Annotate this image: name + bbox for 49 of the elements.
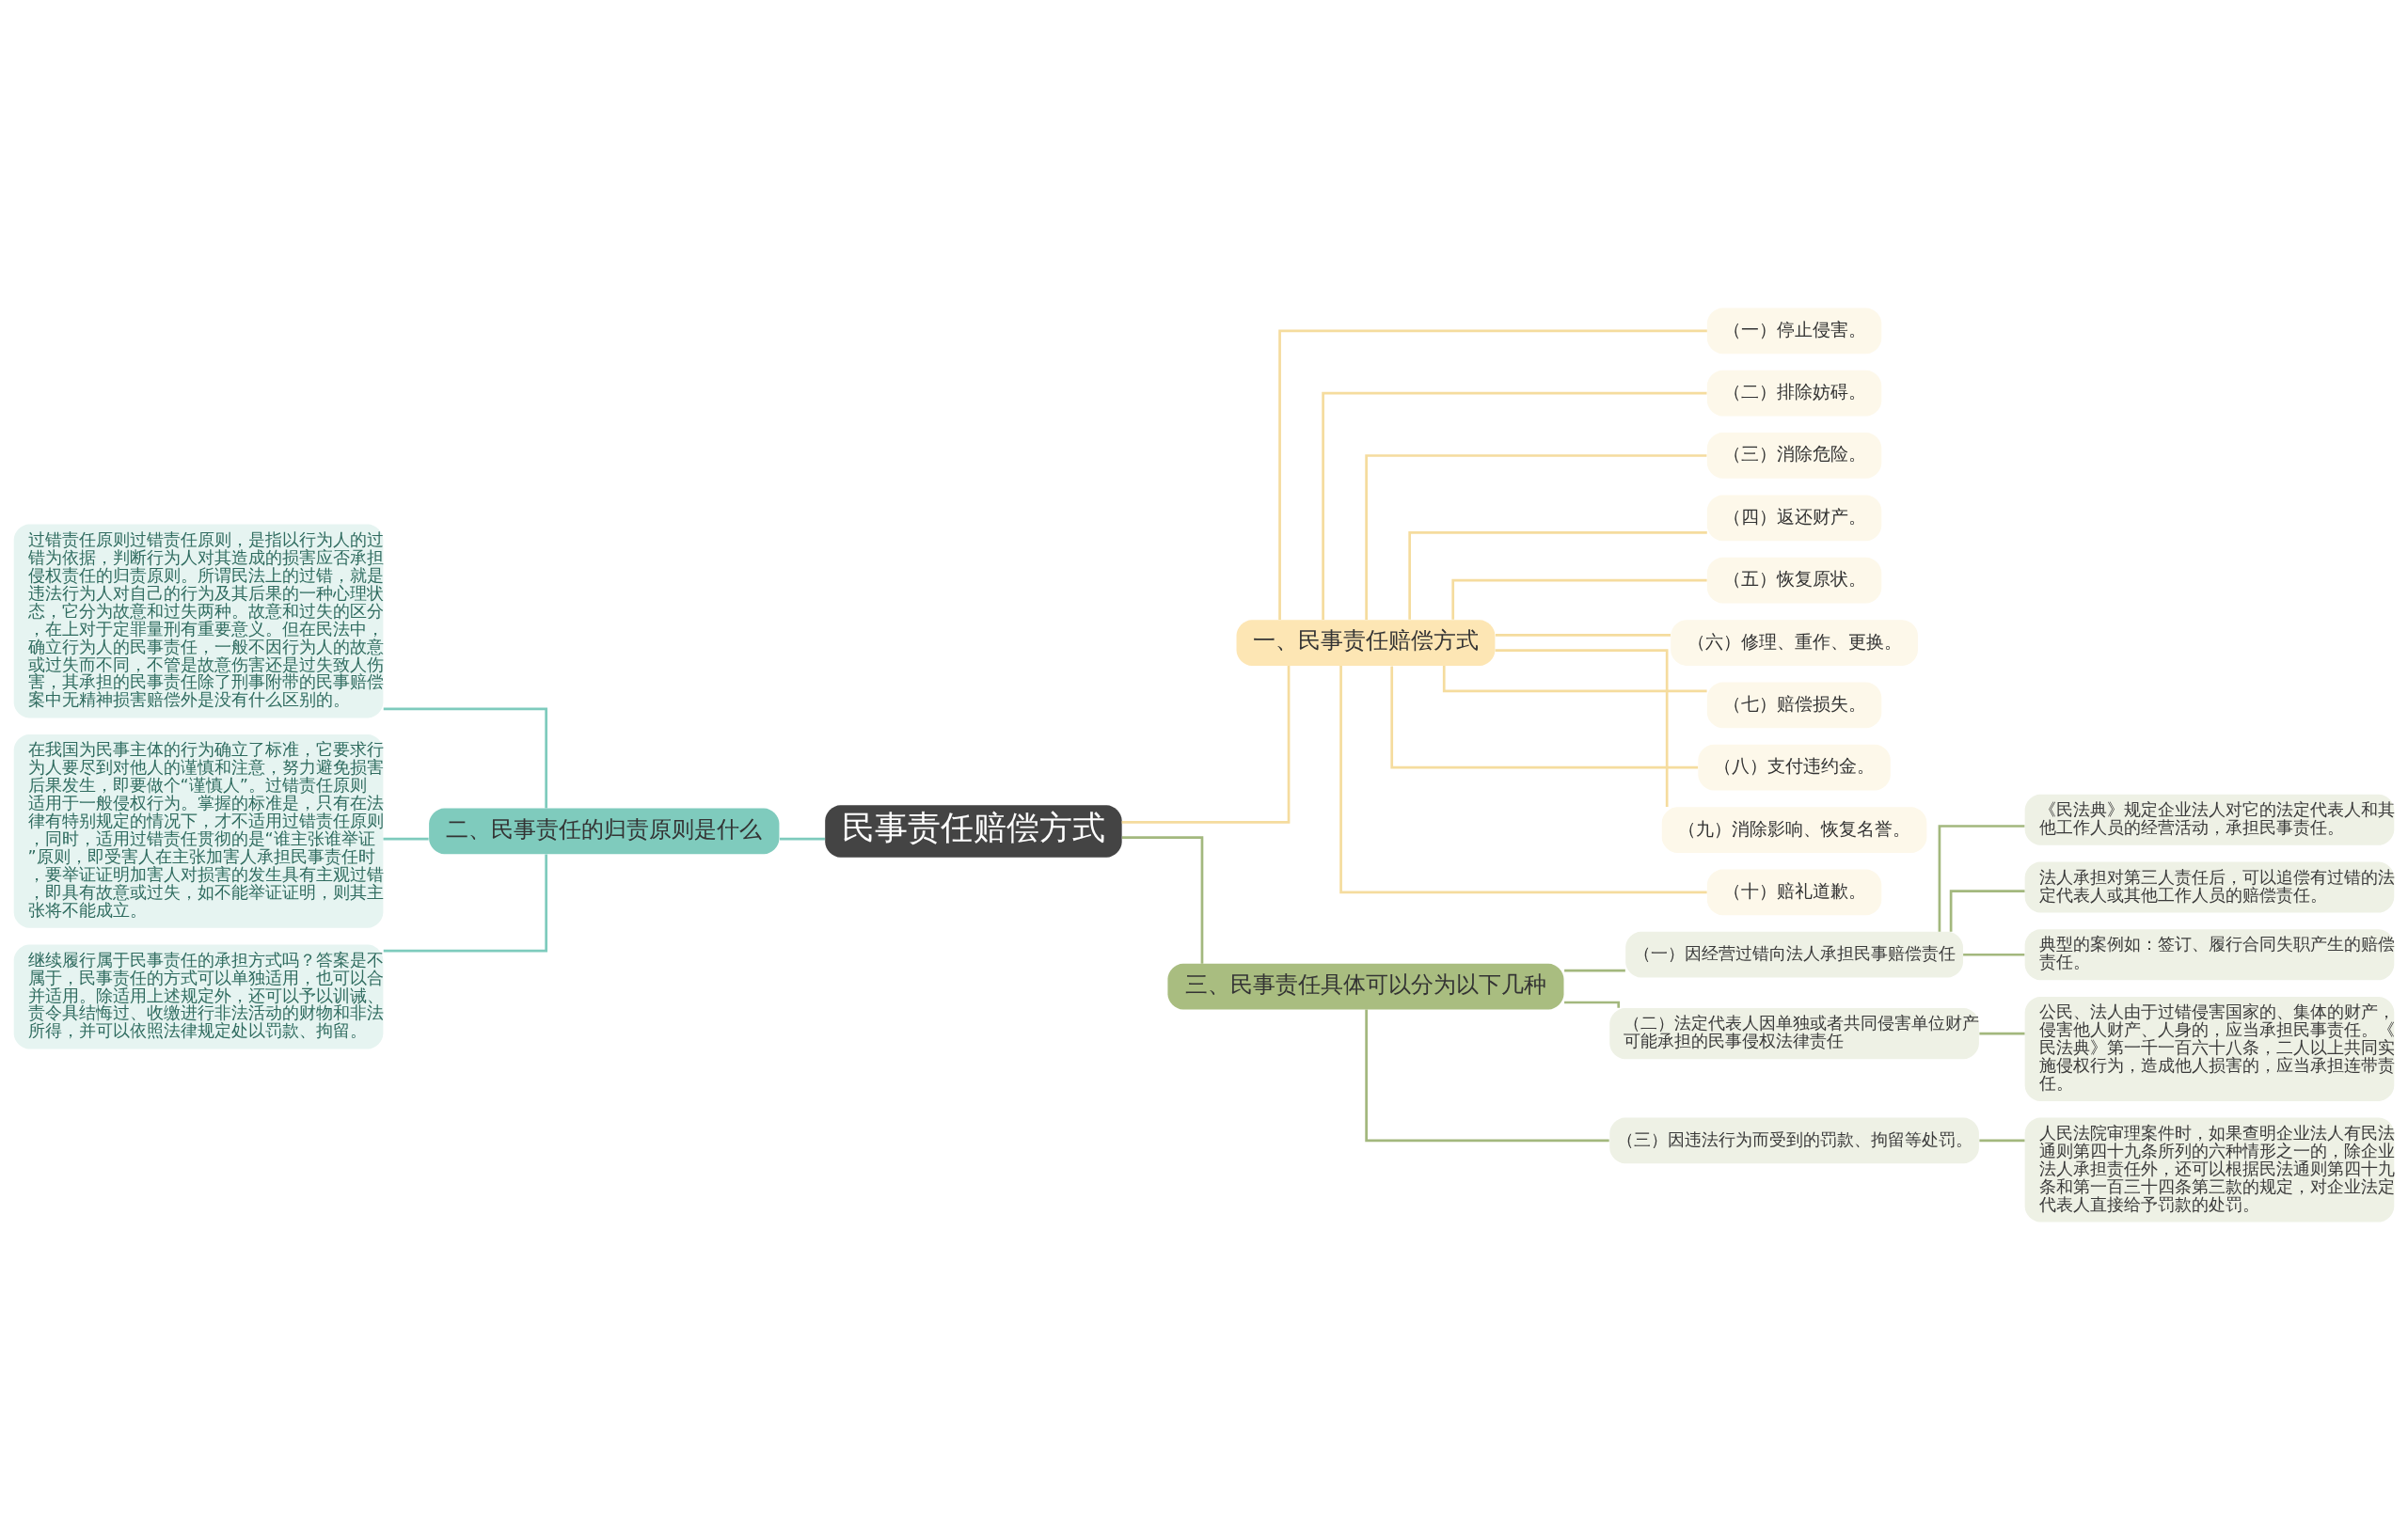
node-box: （十）赔礼道歉。 [1706,869,1882,916]
node-box: （三）消除危险。 [1706,433,1882,479]
connector [1451,578,1707,620]
node-box: 继续履行属于民事责任的承担方式吗？答案是不属于，民事责任的方式可以单独适用，也可以合并适用。除适用上述规定外，还可以予以训诫、责令具结悔过、收缴进行非法活动的财物和非法所得，并可以依照法律规定处以罚款、拘留。 [13,944,384,1049]
connector [1278,329,1707,621]
node-box: 民事责任赔偿方式 [825,805,1122,858]
connector [1564,1001,1621,1008]
connector [1390,666,1699,769]
connector [1365,1009,1609,1143]
connector [1339,666,1707,894]
node-box: （六）修理、重作、更换。 [1671,620,1918,666]
connector [383,837,429,841]
node-box: （八）支付违约金。 [1698,744,1891,791]
node-box: 二、民事责任的归责原则是什么 [429,808,780,855]
node-box: 在我国为民事主体的行为确立了标准，它要求行为人要尽到对他人的谨慎和注意，努力避免损害后果发生，即要做个“谨慎人”。过错责任原则适用于一般侵权行为。掌握的标准是，只有在法律有特别规定的情况下，才不适用过错责任原则，同时，适用过错责任贯彻的是“谁主张谁举证”原则，即受害人在主张加害人承担民事责任时，要举证证明加害人对损害的发生具有主观过错，即具有故意或过失，如不能举证证明，则其主张将不能成立。 [13,734,384,928]
node-box: （一）停止侵害。 [1706,308,1882,355]
connector [1979,1139,2025,1143]
connector [383,854,547,953]
connector [1963,953,2025,956]
node-box: （二）法定代表人因单独或者共同侵害单位财产可能承担的民事侵权法律责任 [1609,1008,1979,1060]
connector [1949,890,2025,932]
node-box: 一、民事责任赔偿方式 [1236,620,1496,666]
connector [1938,825,2025,932]
connector [1365,454,1707,621]
node-box: （一）因经营过错向法人承担民事赔偿责任 [1625,931,1963,978]
connector [1979,1032,2025,1035]
node-box: 人民法院审理案件时，如果查明企业法人有民法通则第四十九条所列的六种情形之一的，除企业法人承担责任外，还可以根据民法通则第四十九条和第一百三十四条第三款的规定，对企业法定代表人直接给予罚款的处罚。 [2024,1117,2395,1222]
node-box: （九）消除影响、恢复名誉。 [1661,807,1927,853]
node-box: 《民法典》规定企业法人对它的法定代表人和其他工作人员的经营活动，承担民事责任。 [2024,794,2395,845]
connector [1408,531,1707,620]
node-box: 过错责任原则过错责任原则，是指以行为人的过错为依据，判断行为人对其造成的损害应否承担侵权责任的归责原则。所谓民法上的过错，就是违法行为人对自己的行为及其后果的一种心理状态，它分为故意和过失两种。故意和过失的区分，在上对于定罪量刑有重要意义。但在民法中，确立行为人的民事责任，一般不因行为人的故意或过失而不同，不管是故意伤害还是过失致人伤害，其承担的民事责任除了刑事附带的民事赔偿案中无精神损害赔偿外是没有什么区别的。 [13,524,384,718]
connector [1121,666,1291,824]
connector [1442,666,1707,693]
connector [383,707,547,809]
connector [1495,634,1671,637]
node-box: （三）因违法行为而受到的罚款、拘留等处罚。 [1609,1117,1979,1164]
node-box: 法人承担对第三人责任后，可以追偿有过错的法定代表人或其他工作人员的赔偿责任。 [2024,861,2395,913]
node-box: （五）恢复原状。 [1706,557,1882,604]
node-box: 典型的案例如：签订、履行合同失职产生的赔偿责任。 [2024,929,2395,981]
node-box: 三、民事责任具体可以分为以下几种 [1167,963,1564,1010]
connector [1322,391,1707,620]
connector [1495,649,1669,807]
connector [1121,836,1204,964]
node-box: 公民、法人由于过错侵害国家的、集体的财产，侵害他人财产、人身的，应当承担民事责任。《民法典》第一千一百六十八条，二人以上共同实施侵权行为，造成他人损害的，应当承担连带责任。 [2024,996,2395,1101]
node-box: （七）赔偿损失。 [1706,682,1882,729]
node-box: （二）排除妨碍。 [1706,370,1882,417]
connector [1564,969,1625,972]
node-box: （四）返还财产。 [1706,495,1882,542]
connector [780,837,825,841]
